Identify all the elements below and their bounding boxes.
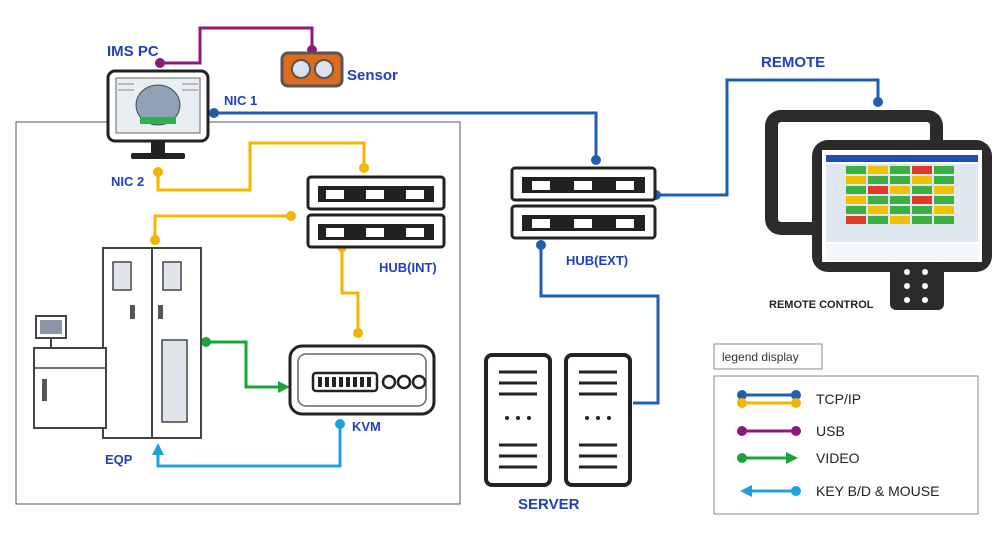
hub-int-label: HUB(INT) xyxy=(379,260,437,275)
tcpip-nic1-line xyxy=(214,111,598,160)
video-arrow xyxy=(278,381,290,393)
video-line xyxy=(206,340,280,389)
keyboard-arrow xyxy=(152,443,164,455)
remote-monitors xyxy=(765,110,992,310)
legend-swatch-dot xyxy=(737,390,747,400)
legend-video-label: VIDEO xyxy=(816,450,860,466)
legend-keyboard-label: KEY B/D & MOUSE xyxy=(816,483,939,499)
hub-ext-label: HUB(EXT) xyxy=(566,253,628,268)
legend-swatch-dot xyxy=(791,486,801,496)
sensor-label: Sensor xyxy=(347,67,398,84)
legend: legend display TCP/IP USB VIDEO KEY B/D … xyxy=(713,343,979,515)
tcpip-endpoint xyxy=(353,328,363,338)
eqp-equipment xyxy=(33,247,202,439)
video-endpoint xyxy=(201,337,211,347)
server-label: SERVER xyxy=(518,496,580,513)
tcpip-endpoint xyxy=(536,240,546,250)
legend-tcpip-label: TCP/IP xyxy=(816,391,861,407)
tcpip-endpoint xyxy=(153,167,163,177)
remote-control-label: REMOTE CONTROL xyxy=(769,299,874,311)
kvm-label: KVM xyxy=(352,419,381,434)
tcpip-endpoint xyxy=(286,211,296,221)
nic2-label: NIC 2 xyxy=(111,174,144,189)
tcpip-endpoint xyxy=(873,97,883,107)
server-device xyxy=(484,353,632,487)
legend-swatch-dot xyxy=(791,390,801,400)
tcpip-endpoint xyxy=(150,235,160,245)
legend-swatch-dot xyxy=(737,426,747,436)
eqp-label: EQP xyxy=(105,452,133,467)
legend-swatch-dot xyxy=(791,426,801,436)
legend-swatch-dot xyxy=(737,453,747,463)
keyboard-line xyxy=(156,424,342,468)
tcpip-endpoint xyxy=(209,108,219,118)
legend-swatch-dot xyxy=(737,398,747,408)
usb-endpoint xyxy=(155,58,165,68)
legend-title-box xyxy=(713,343,823,370)
legend-swatch-dot xyxy=(791,398,801,408)
tcpip-endpoint xyxy=(359,163,369,173)
hub-ext-device xyxy=(510,166,657,240)
kvm-device xyxy=(288,344,436,416)
tcpip-endpoint xyxy=(591,155,601,165)
tcpip-server-line xyxy=(539,245,660,405)
tcpip-remote-line xyxy=(656,78,880,197)
tcpip-eqp-line xyxy=(153,214,291,240)
tcpip-kvm-line xyxy=(340,247,360,333)
sensor-device xyxy=(280,51,344,88)
tcpip-nic2-line xyxy=(156,141,366,192)
legend-title: legend display xyxy=(722,350,799,364)
ims-pc-label: IMS PC xyxy=(107,43,159,60)
hub-int-device xyxy=(306,175,446,249)
keyboard-endpoint xyxy=(335,419,345,429)
legend-usb-label: USB xyxy=(816,423,845,439)
ims-pc-monitor xyxy=(106,69,210,159)
nic1-label: NIC 1 xyxy=(224,93,257,108)
usb-line xyxy=(160,26,314,65)
internal-area-box xyxy=(15,121,461,505)
remote-label: REMOTE xyxy=(761,54,825,71)
legend-video-arrow xyxy=(786,452,798,464)
legend-keyboard-arrow xyxy=(740,485,752,497)
